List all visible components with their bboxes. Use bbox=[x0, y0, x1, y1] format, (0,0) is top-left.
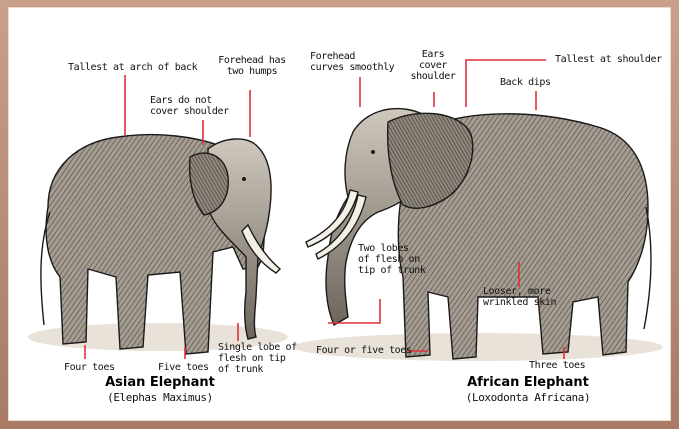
label-asian-forehead: Forehead has two humps bbox=[214, 55, 290, 77]
label-african-toes: Four or five toes bbox=[316, 345, 412, 356]
diagram-panel: Tallest at arch of back Forehead has two… bbox=[8, 7, 671, 421]
african-eye bbox=[371, 150, 375, 154]
asian-eye bbox=[242, 177, 246, 181]
label-african-skin: Looser, more wrinkled skin bbox=[483, 286, 556, 308]
label-asian-ears: Ears do not cover shoulder bbox=[150, 95, 229, 117]
asian-scientific-name: (Elephas Maximus) bbox=[80, 391, 240, 404]
african-scientific-name: (Loxodonta Africana) bbox=[438, 391, 618, 404]
african-title: African Elephant bbox=[438, 375, 618, 390]
label-asian-trunk: Single lobe of flesh on tip of trunk bbox=[218, 342, 297, 375]
african-elephant bbox=[306, 109, 651, 359]
label-asian-tallest: Tallest at arch of back bbox=[68, 62, 197, 73]
label-african-forehead: Forehead curves smoothly bbox=[310, 51, 394, 73]
asian-elephant bbox=[41, 135, 280, 354]
asian-title: Asian Elephant bbox=[80, 375, 240, 390]
label-african-ears: Ears cover shoulder bbox=[408, 49, 458, 82]
label-asian-toes-front: Five toes bbox=[158, 362, 209, 373]
label-african-back: Back dips bbox=[500, 77, 551, 88]
label-african-toes-back: Three toes bbox=[529, 360, 585, 371]
label-african-tallest: Tallest at shoulder bbox=[555, 54, 662, 65]
label-asian-toes: Four toes bbox=[64, 362, 115, 373]
label-african-trunk: Two lobes of flesh on tip of trunk bbox=[358, 243, 425, 276]
